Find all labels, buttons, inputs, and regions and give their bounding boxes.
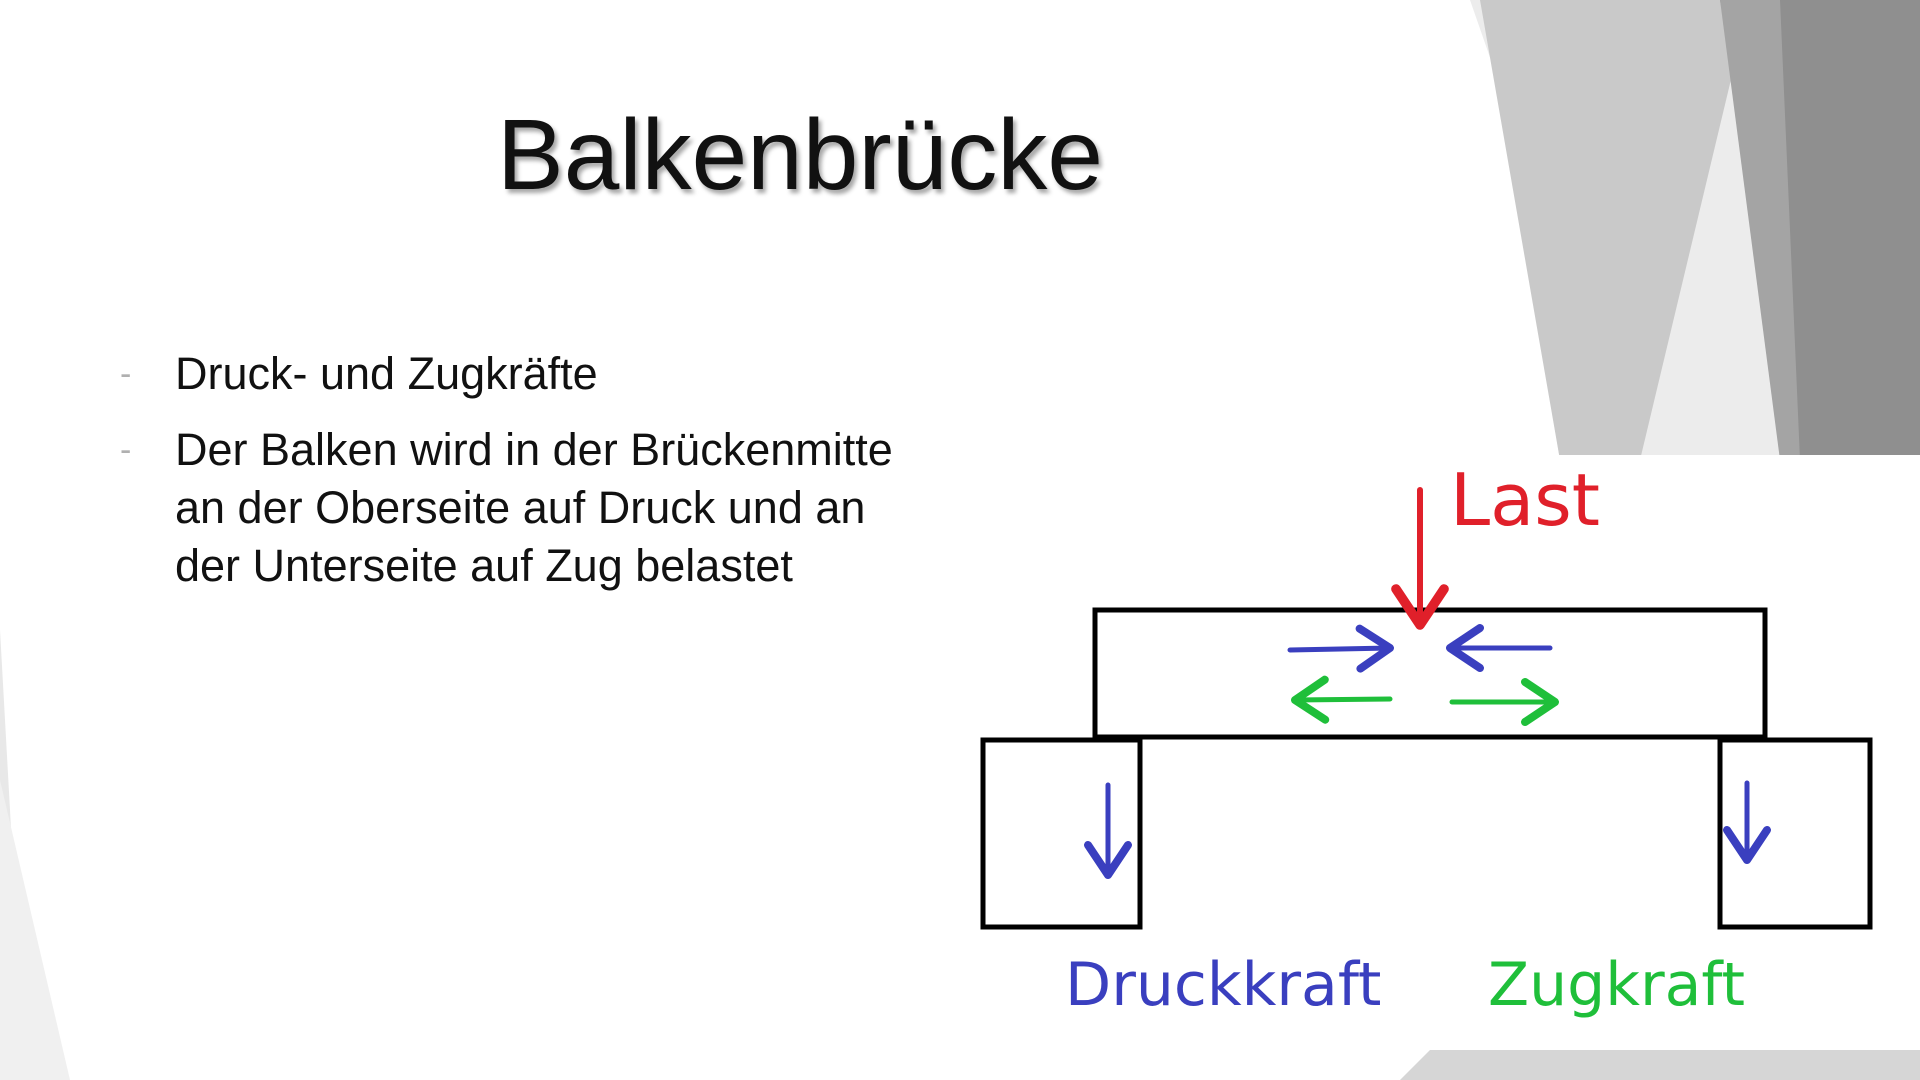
right-support: [1717, 737, 1873, 930]
bridge-beam: [1092, 607, 1768, 740]
bullet-item: - Druck- und Zugkräfte: [115, 345, 935, 403]
bullet-marker: -: [120, 355, 132, 393]
facet-bottom-right: [1400, 1050, 1920, 1080]
tension-label: Zugkraft: [1488, 950, 1745, 1020]
facet-gray: [1480, 0, 1750, 460]
left-support: [980, 737, 1143, 930]
facet-dark-edge: [1720, 0, 1800, 460]
facet-left-sliver-2: [0, 780, 70, 1080]
slide-title: Balkenbrücke: [497, 99, 1103, 211]
bullet-marker: -: [120, 431, 132, 469]
tension-arrow-left: [1291, 675, 1393, 724]
bridge-diagram: Last Druckkraft Zugkraft: [960, 455, 1920, 1050]
bullet-text: Druck- und Zugkräfte: [175, 348, 598, 399]
compression-arrow-right: [1287, 624, 1394, 673]
bullet-item: - Der Balken wird in der Brückenmitte an…: [115, 421, 935, 595]
compression-label: Druckkraft: [1065, 950, 1382, 1020]
bullet-list: - Druck- und Zugkräfte - Der Balken wird…: [115, 345, 935, 613]
load-label: Last: [1450, 458, 1600, 542]
bullet-text: Der Balken wird in der Brückenmitte an d…: [175, 424, 893, 591]
bridge-diagram-drawing: [980, 487, 1873, 930]
